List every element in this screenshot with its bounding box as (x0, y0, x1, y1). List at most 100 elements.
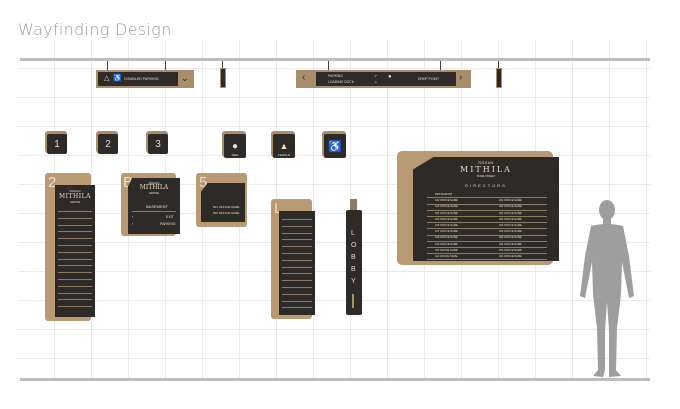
directory-entry: 111 OFFICE NAME (435, 255, 458, 258)
wheelchair-icon: ♿ (328, 140, 342, 153)
floor-number: 2 (98, 134, 118, 154)
blade-sign (496, 68, 502, 88)
brand-name: MITHILA (59, 193, 91, 200)
office-line: 501 OFFICE NAME (213, 205, 240, 209)
ceiling-rail (20, 58, 650, 61)
brand-sub: CENTRE (69, 201, 81, 204)
chevron-right-icon: › (459, 72, 463, 83)
arrow-icon: ↘ (374, 80, 377, 84)
parking-label: PARKING (160, 222, 176, 226)
directory-entry: RESTAURANT (435, 193, 453, 196)
row-divider (58, 272, 92, 273)
row-divider (58, 285, 92, 287)
directory-entry-right: 202 OFFICE NAME (499, 211, 522, 215)
floor-label: BASEMENT (146, 204, 169, 209)
directory-entry: 106 OFFICE NAME (435, 224, 458, 227)
building-directory: ROHAN MITHILA SOME STREET DIRECTORS REST… (397, 151, 559, 265)
floor-directory-panel-2: 2 ROHAN MITHILA CENTRE (45, 173, 95, 321)
row-divider (427, 259, 547, 261)
restroom-female-cube: ▲ FEMALE (271, 131, 295, 158)
row-divider (427, 197, 547, 199)
row-divider (58, 217, 92, 219)
floor-number: 5 (199, 174, 208, 191)
directory-entry: 102 OFFICE NAME (435, 199, 458, 203)
lobby-letter: Y (351, 278, 356, 285)
office-line: 502 OFFICE NAME (213, 211, 240, 215)
brand-sub: CENTRE (148, 192, 160, 195)
directory-heading: DIRECTORS (465, 183, 507, 188)
lobby-letter: B (351, 254, 356, 261)
brand-name: MITHILA (460, 165, 512, 174)
row-divider (58, 306, 92, 307)
row-divider (282, 239, 312, 241)
drop-point-label: DROP POINT (418, 77, 440, 81)
row-divider (282, 225, 312, 227)
row-divider (427, 222, 547, 223)
basement-panel: B ROHAN MITHILA CENTRE BASEMENT › EXIT ‹… (121, 173, 180, 236)
row-divider (58, 299, 92, 301)
hanger-rod (107, 61, 108, 70)
lobby-letter: L (351, 230, 355, 237)
sign-post (350, 199, 357, 215)
row-divider (282, 307, 312, 309)
row-divider (427, 240, 547, 242)
hanger-rod (165, 61, 166, 70)
floor-number: B (123, 174, 134, 191)
lobby-directory-panel: L (271, 199, 315, 319)
directory-entry-right: 202 OFFICE NAME (499, 236, 522, 240)
directory-entry: 105 OFFICE NAME (435, 217, 458, 221)
sign-label: DISABLED PARKING (124, 77, 159, 81)
directory-entry: 108 OFFICE NAME (435, 236, 458, 240)
row-divider (58, 251, 92, 253)
toilet-icon: △ (104, 75, 110, 82)
row-divider (282, 232, 312, 234)
hanger-rod (328, 61, 329, 70)
brand-top: ROHAN (478, 161, 494, 165)
female-icon: ▲ (279, 141, 289, 151)
directory-entry-right: 202 OFFICE NAME (499, 217, 522, 221)
row-divider (58, 211, 92, 212)
hanger-rod (440, 61, 441, 70)
row-divider (427, 203, 547, 205)
chevron-down-icon: ⌄ (181, 73, 189, 83)
cube-caption: MEN (231, 153, 239, 157)
hanging-sign-parking: △ ♿ DISABLED PARKING ⌄ (96, 70, 194, 88)
floor-number: 3 (148, 134, 168, 154)
row-divider (282, 253, 312, 254)
page-title: Wayfinding Design (18, 20, 172, 39)
human-scale-figure (580, 200, 634, 377)
directory-entry: 104 OFFICE NAME (435, 211, 458, 215)
lobby-letter: O (351, 242, 357, 249)
directory-entry: 110 OFFICE NAME (435, 248, 458, 252)
pin-icon: ● (388, 74, 392, 80)
floor-cube-3: 3 (146, 131, 168, 154)
brand-name: MITHILA (139, 184, 169, 191)
directory-entry-right: 202 OFFICE NAME (499, 248, 522, 252)
arrow-icon: ↗ (374, 74, 377, 78)
directory-entry: 109 OFFICE NAME (435, 242, 458, 246)
row-divider (427, 253, 547, 254)
cube-caption: FEMALE (277, 153, 290, 157)
sign-row2: LOADING DOCK (328, 80, 354, 84)
directory-entry: 107 OFFICE NAME (435, 230, 458, 234)
row-divider (282, 273, 312, 275)
arrow-left-icon: ‹ (132, 221, 134, 226)
chevron-left-icon: ‹ (302, 72, 306, 83)
directory-entry-right: 202 OFFICE NAME (499, 199, 522, 203)
directory-entry-right: 202 OFFICE NAME (499, 242, 522, 246)
blade-sign (220, 68, 226, 88)
row-divider (282, 246, 312, 247)
row-divider (58, 265, 92, 267)
row-divider (58, 245, 92, 246)
row-divider (282, 293, 312, 295)
lobby-letter: B (351, 266, 356, 273)
floor-number: 2 (48, 174, 57, 191)
hanger-rod (498, 61, 499, 68)
row-divider (282, 259, 312, 261)
floor-number: L (274, 200, 283, 217)
arrow-right-icon: › (132, 214, 134, 219)
row-divider (427, 228, 547, 230)
directory-entry-right: 202 OFFICE NAME (499, 255, 522, 258)
row-divider (427, 209, 547, 211)
exit-label: EXIT (166, 215, 174, 219)
